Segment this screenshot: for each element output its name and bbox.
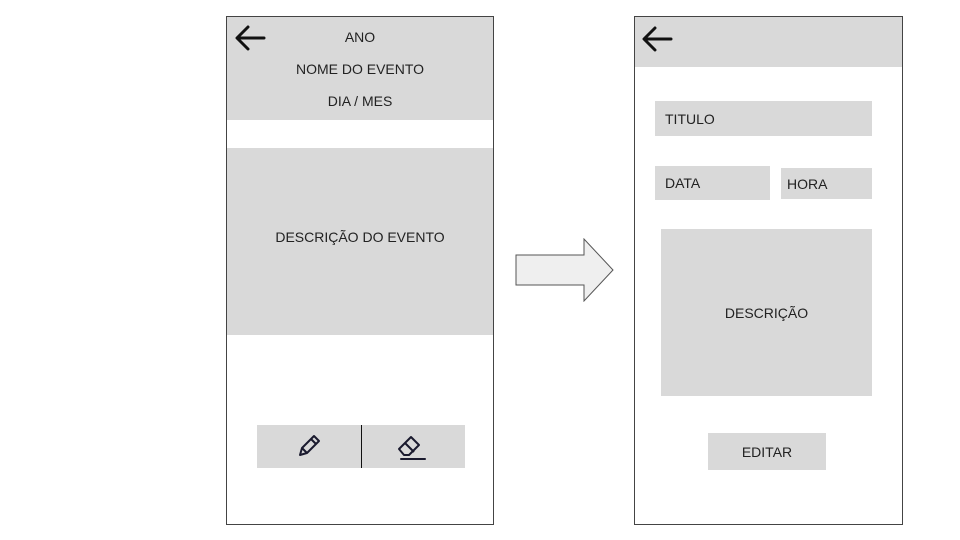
eraser-icon[interactable]	[395, 431, 429, 463]
event-edit-screen: TITULO DATA HORA DESCRIÇÃO EDITAR	[634, 16, 903, 525]
action-divider	[361, 425, 362, 468]
event-year: ANO	[344, 29, 376, 45]
event-name: NOME DO EVENTO	[295, 61, 425, 77]
arrow-right-icon	[515, 238, 614, 302]
title-field-label: TITULO	[665, 110, 715, 127]
time-field-label: HORA	[787, 175, 828, 192]
date-field[interactable]: DATA	[655, 166, 770, 200]
event-header	[227, 17, 493, 120]
edit-button-label: EDITAR	[741, 443, 793, 460]
event-view-screen: ANO NOME DO EVENTO DIA / MES DESCRIÇÃO D…	[226, 16, 494, 525]
edit-button[interactable]: EDITAR	[708, 433, 826, 470]
event-day-month: DIA / MES	[327, 93, 393, 109]
event-description-box	[227, 148, 493, 335]
back-arrow-icon[interactable]	[233, 25, 267, 51]
description-field-label: DESCRIÇÃO	[724, 304, 809, 321]
title-field[interactable]: TITULO	[655, 101, 872, 136]
event-description: DESCRIÇÃO DO EVENTO	[275, 229, 445, 245]
description-field[interactable]: DESCRIÇÃO	[661, 229, 872, 396]
edit-header	[635, 17, 902, 67]
pencil-icon[interactable]	[294, 431, 324, 461]
time-field[interactable]: HORA	[781, 168, 872, 199]
date-field-label: DATA	[665, 175, 701, 191]
back-arrow-icon[interactable]	[640, 26, 674, 52]
